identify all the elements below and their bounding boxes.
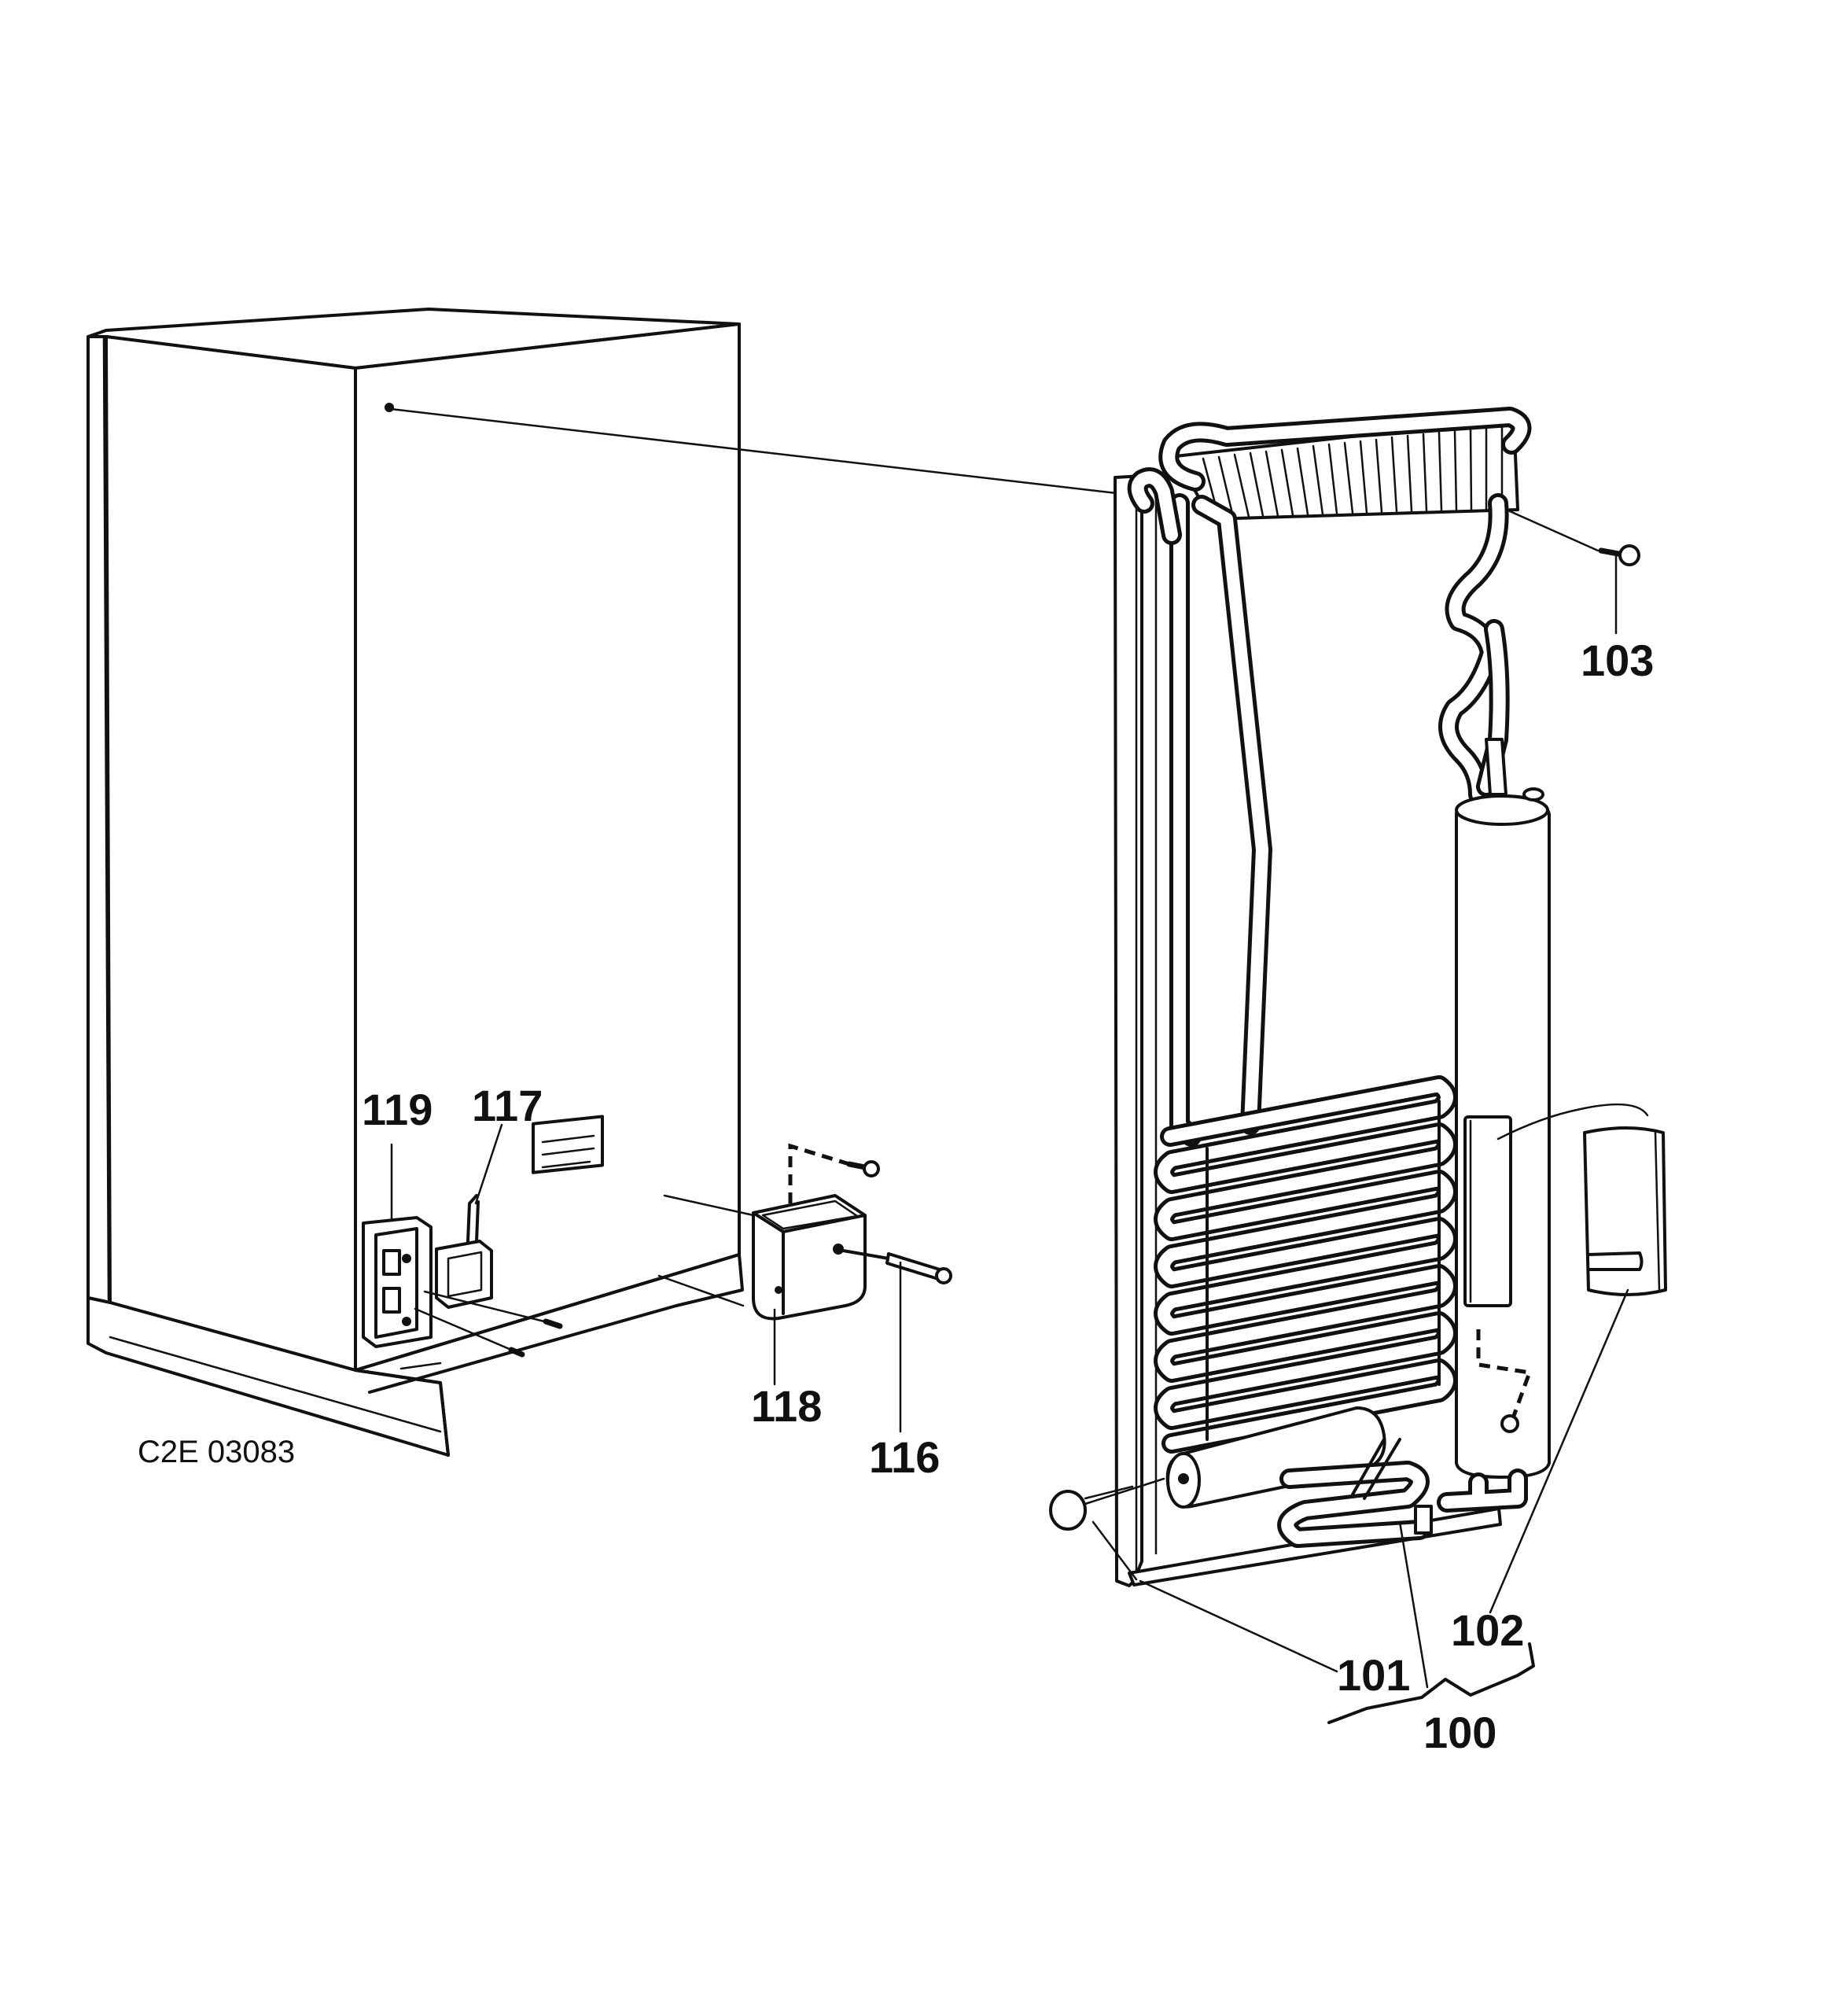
leader-lines bbox=[390, 555, 1629, 1724]
callout-117: 117 bbox=[472, 1081, 543, 1130]
part-118-burner-cover bbox=[657, 1143, 880, 1321]
callout-119: 119 bbox=[362, 1085, 433, 1134]
absorber-vessel bbox=[1165, 1406, 1433, 1548]
mount-knob bbox=[1049, 1490, 1087, 1531]
part-103-screw bbox=[1508, 510, 1640, 566]
callout-116: 116 bbox=[869, 1432, 941, 1482]
callout-102: 102 bbox=[1451, 1605, 1525, 1655]
mount-alignment-line bbox=[389, 407, 1118, 495]
boiler-cylinder bbox=[1437, 738, 1551, 1513]
absorber-coil bbox=[1154, 1075, 1457, 1454]
part-117-thermostat bbox=[435, 1194, 493, 1309]
part-119-bracket bbox=[362, 1216, 433, 1348]
diagram-reference-code: C2E 03083 bbox=[138, 1435, 296, 1469]
callout-101: 101 bbox=[1337, 1650, 1411, 1700]
callout-118: 118 bbox=[751, 1381, 823, 1431]
callout-100: 100 bbox=[1423, 1708, 1497, 1757]
part-102-heater-sleeve bbox=[1496, 1103, 1667, 1296]
cooling-unit-100 bbox=[1049, 407, 1551, 1587]
callout-103: 103 bbox=[1581, 636, 1655, 685]
part-116-bolt bbox=[841, 1249, 952, 1284]
cabinet-screws bbox=[414, 1290, 563, 1358]
refrigerator-cabinet bbox=[87, 308, 744, 1457]
